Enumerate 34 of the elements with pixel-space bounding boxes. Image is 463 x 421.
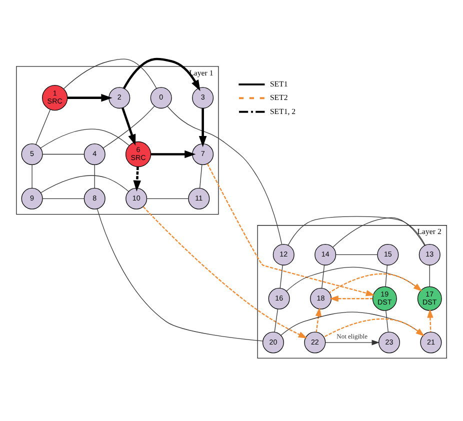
arrow	[150, 150, 196, 158]
arrow	[427, 308, 434, 332]
connector	[200, 164, 202, 188]
arrow	[67, 93, 112, 102]
connector	[280, 264, 283, 288]
connector	[167, 106, 282, 244]
connector	[386, 310, 388, 332]
arrow	[122, 57, 200, 91]
connector	[63, 58, 157, 89]
connector	[102, 105, 155, 148]
arrow	[122, 106, 136, 146]
connector	[322, 264, 325, 288]
arrow	[198, 108, 207, 147]
arrow	[324, 318, 425, 338]
connector	[332, 216, 425, 248]
connector	[336, 254, 378, 255]
arrow	[329, 272, 422, 293]
connector	[40, 128, 130, 148]
connector	[40, 174, 129, 193]
connector	[274, 308, 278, 332]
connector	[94, 164, 95, 188]
connector	[96, 208, 264, 341]
arrow	[315, 306, 322, 332]
arrow	[206, 163, 375, 296]
connector	[385, 264, 388, 286]
connector	[286, 266, 422, 291]
connector	[42, 153, 84, 154]
arrow	[325, 339, 380, 345]
connector	[429, 264, 430, 286]
connector	[36, 108, 51, 144]
arrow	[142, 206, 308, 338]
arrow	[330, 295, 373, 302]
arrow	[133, 166, 142, 192]
connector	[288, 216, 426, 245]
